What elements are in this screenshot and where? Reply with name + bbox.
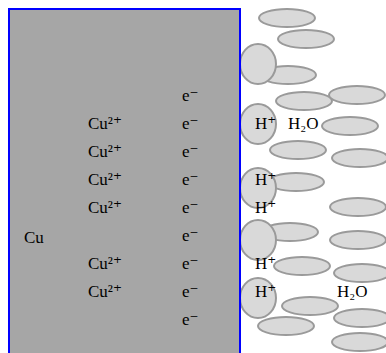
water-molecule [322, 117, 378, 135]
ion-label: H⁺ [255, 283, 276, 300]
ion-label: H⁺ [255, 171, 276, 188]
molecule-label: H₂O [337, 283, 367, 300]
water-molecule [330, 231, 386, 249]
adsorbed-molecule [240, 278, 276, 318]
adsorbed-molecule [240, 44, 276, 84]
ion-label: H⁺ [255, 199, 276, 216]
water-molecule [259, 9, 315, 27]
water-molecule [282, 297, 338, 315]
adsorbed-molecule [240, 168, 276, 208]
water-molecule [270, 141, 326, 159]
water-molecule [332, 333, 386, 351]
electrode: Cu [8, 8, 241, 353]
water-molecule [334, 309, 386, 327]
water-molecule [329, 86, 385, 104]
water-molecule [330, 198, 386, 216]
water-molecule [274, 257, 330, 275]
ion-label: H⁺ [255, 115, 276, 132]
adsorbed-molecule [240, 220, 276, 260]
ion-label: H⁺ [255, 255, 276, 272]
water-molecule [278, 30, 334, 48]
element-label: Cu [24, 229, 44, 246]
molecule-label: H₂O [288, 115, 318, 132]
water-molecule [334, 264, 386, 282]
water-molecule [332, 149, 386, 167]
adsorbed-molecule [240, 104, 276, 144]
water-molecule [276, 92, 332, 110]
water-molecule [258, 317, 314, 335]
